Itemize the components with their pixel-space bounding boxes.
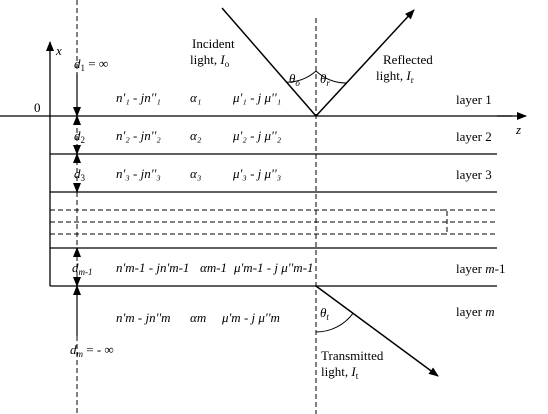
dm-label: dm = - ∞ <box>70 342 114 359</box>
origin-label: 0 <box>34 100 41 115</box>
rowm1-permeability: μ'm-1 - j μ''m-1 <box>233 260 314 275</box>
layer-m-label: layer m <box>456 304 495 319</box>
row3-alpha: α₃ <box>190 166 201 181</box>
reflected-label-line2: light, Ir <box>376 68 414 85</box>
reflection-arc <box>315 70 347 84</box>
transmitted-label-line1: Transmitted <box>321 348 384 363</box>
transmitted-ray <box>315 285 439 377</box>
incident-label-line2: light, Io <box>190 52 230 69</box>
x-axis-label: x <box>55 43 62 58</box>
layer-boundaries <box>0 115 512 287</box>
theta-o-label: θo <box>289 71 300 88</box>
angle-arcs <box>286 70 354 333</box>
d3-label: d3 <box>74 166 86 183</box>
layer-m-1-label: layer m-1 <box>456 261 505 276</box>
omitted-layers <box>50 209 497 235</box>
incident-label-line1: Incident <box>192 36 235 51</box>
reflected-ray <box>315 9 415 117</box>
theta-t-label: θt <box>320 305 329 322</box>
d2-label: d2 <box>74 128 85 145</box>
row2-alpha: α₂ <box>190 128 202 143</box>
reflected-label-line1: Reflected <box>383 52 433 67</box>
transmission-arc <box>315 313 354 333</box>
rowm-alpha: αm <box>190 310 206 325</box>
incident-ray <box>221 7 317 117</box>
rowm1-alpha: αm-1 <box>200 260 227 275</box>
rowm1-refractive-index: n'm-1 - jn'm-1 <box>116 260 189 275</box>
transmitted-label-line2: light, It <box>321 364 359 381</box>
layer-1-label: layer 1 <box>456 92 492 107</box>
dm1-label: dm-1 <box>72 260 93 277</box>
layer-2-label: layer 2 <box>456 129 492 144</box>
d1-label: d1 = ∞ <box>74 56 108 73</box>
row2-permeability: μ'₂ - j μ''₂ <box>232 128 282 143</box>
row2-refractive-index: n'₂ - jn''₂ <box>116 128 161 143</box>
rowm-permeability: μ'm - j μ''m <box>221 310 280 325</box>
row3-refractive-index: n'₃ - jn''₃ <box>116 166 161 181</box>
dashed-bracket <box>440 209 448 235</box>
incidence-arc <box>286 70 317 83</box>
rowm-refractive-index: n'm - jn''m <box>116 310 171 325</box>
theta-r-label: θr <box>320 71 330 88</box>
row1-refractive-index: n'₁ - jn''₁ <box>116 90 161 105</box>
row1-alpha: α₁ <box>190 90 201 105</box>
row1-permeability: μ'₁ - j μ''₁ <box>232 90 281 105</box>
z-axis-label: z <box>515 122 521 137</box>
layer-3-label: layer 3 <box>456 167 492 182</box>
light-rays <box>221 7 439 377</box>
row3-permeability: μ'₃ - j μ''₃ <box>232 166 281 181</box>
